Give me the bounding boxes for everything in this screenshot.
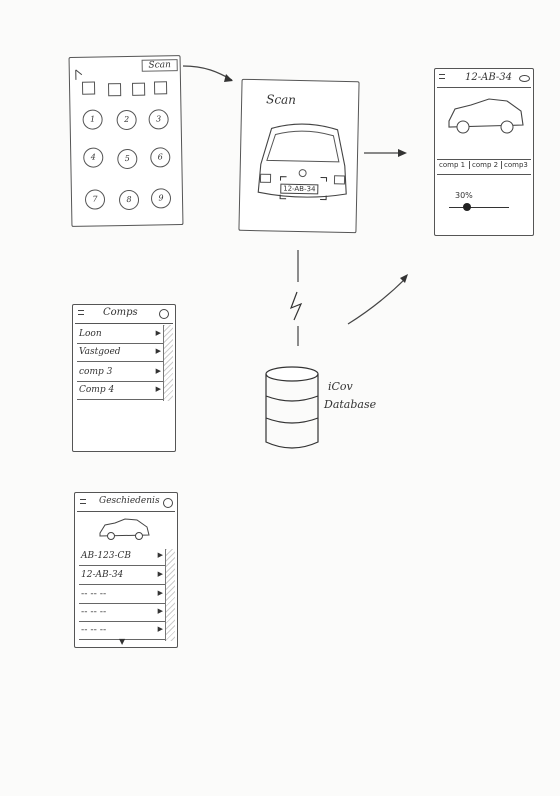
slider-track[interactable] [449, 207, 509, 208]
arrow-database-to-detail [347, 277, 407, 325]
list-item-label: Loon [79, 329, 102, 339]
tab-bar [437, 159, 531, 175]
input-slot [81, 81, 96, 95]
chevron-right-icon: ▶ [155, 367, 161, 375]
arrow-keypad-to-scan [182, 65, 233, 81]
list-item-label: comp 3 [79, 367, 113, 377]
chevron-right-icon: ▶ [155, 329, 161, 337]
key-2[interactable]: 2 [116, 109, 137, 131]
list-item-label: -- -- -- [81, 625, 107, 635]
list-scrollbar[interactable] [165, 549, 175, 641]
tab-comp-1[interactable]: comp 1 [439, 161, 466, 169]
key-8[interactable]: 8 [118, 189, 140, 211]
list-item[interactable]: -- -- -- ▶ [79, 623, 165, 640]
database-icon [265, 366, 319, 449]
key-4[interactable]: 4 [83, 147, 104, 168]
tab-comp-3[interactable]: comp3 [501, 161, 528, 169]
menu-icon[interactable] [78, 310, 84, 315]
menu-icon[interactable] [439, 74, 445, 79]
header-divider [77, 511, 175, 512]
chevron-right-icon: ▶ [157, 625, 163, 633]
slider-value-label: 30% [455, 191, 473, 200]
key-1[interactable]: 1 [82, 109, 103, 130]
key-6[interactable]: 6 [150, 147, 171, 168]
key-3[interactable]: 3 [148, 109, 169, 130]
keypad-screen: Scan 1 2 3 4 5 6 7 8 9 [68, 55, 184, 227]
list-scrollbar[interactable] [163, 325, 173, 401]
info-icon[interactable] [159, 309, 169, 319]
list-item-label: Vastgoed [79, 347, 121, 357]
car-rear-illustration [257, 123, 347, 201]
database-label-line1: iCov [328, 380, 353, 393]
list-item[interactable]: -- -- -- ▶ [79, 605, 165, 622]
list-item-label: Comp 4 [79, 385, 115, 395]
tab-comp-2[interactable]: comp 2 [469, 161, 498, 169]
input-slot [153, 81, 168, 95]
history-title: Geschiedenis [99, 496, 160, 506]
list-item-label: -- -- -- [81, 607, 107, 617]
list-item[interactable]: Loon ▶ [77, 327, 163, 344]
header-divider [437, 87, 531, 88]
chevron-right-icon: ▶ [155, 347, 161, 355]
lightning-icon [289, 291, 303, 321]
database-label-line2: Database [324, 398, 377, 411]
input-slot [107, 83, 122, 97]
list-item[interactable]: AB-123-CB ▶ [79, 549, 165, 566]
detail-screen: 12-AB-34 comp 1 comp 2 comp3 30% [434, 68, 534, 236]
key-7[interactable]: 7 [84, 189, 106, 210]
chevron-down-icon[interactable]: ▼ [119, 637, 126, 646]
list-item-label: AB-123-CB [81, 551, 132, 561]
eye-icon[interactable] [519, 75, 530, 82]
chevron-right-icon: ▶ [157, 607, 163, 615]
list-item[interactable]: Comp 4 ▶ [77, 383, 163, 400]
chevron-right-icon: ▶ [155, 385, 161, 393]
key-9[interactable]: 9 [150, 188, 172, 209]
list-item[interactable]: 12-AB-34 ▶ [79, 568, 165, 585]
chevron-right-icon: ▶ [157, 551, 163, 559]
car-side-illustration [448, 98, 524, 134]
scan-title: Scan [266, 92, 297, 107]
menu-icon[interactable] [80, 499, 86, 504]
chevron-right-icon: ▶ [157, 570, 163, 578]
list-item[interactable]: -- -- -- ▶ [79, 587, 165, 604]
car-icon [99, 518, 150, 540]
comps-screen: Comps Loon ▶ Vastgoed ▶ comp 3 ▶ Comp 4 ▶ [72, 304, 176, 452]
history-screen: Geschiedenis AB-123-CB ▶ 12-AB-34 ▶ -- -- … [74, 492, 178, 648]
slider-handle[interactable] [463, 203, 471, 211]
plate-readout: 12-AB-34 [280, 183, 319, 195]
list-item-label: -- -- -- [81, 589, 107, 599]
plate-title: 12-AB-34 [465, 72, 512, 83]
comps-title: Comps [103, 307, 138, 318]
scan-button[interactable]: Scan [141, 59, 178, 72]
cursor-icon [75, 69, 83, 80]
info-icon[interactable] [163, 498, 173, 508]
key-5[interactable]: 5 [117, 148, 138, 170]
input-slot [131, 82, 146, 96]
header-divider [75, 323, 173, 324]
chevron-right-icon: ▶ [157, 589, 163, 597]
list-item-label: 12-AB-34 [81, 570, 124, 580]
list-item[interactable]: comp 3 ▶ [77, 365, 163, 382]
list-item[interactable]: Vastgoed ▶ [77, 345, 163, 362]
scan-screen: Scan 12-AB-34 [238, 78, 360, 234]
